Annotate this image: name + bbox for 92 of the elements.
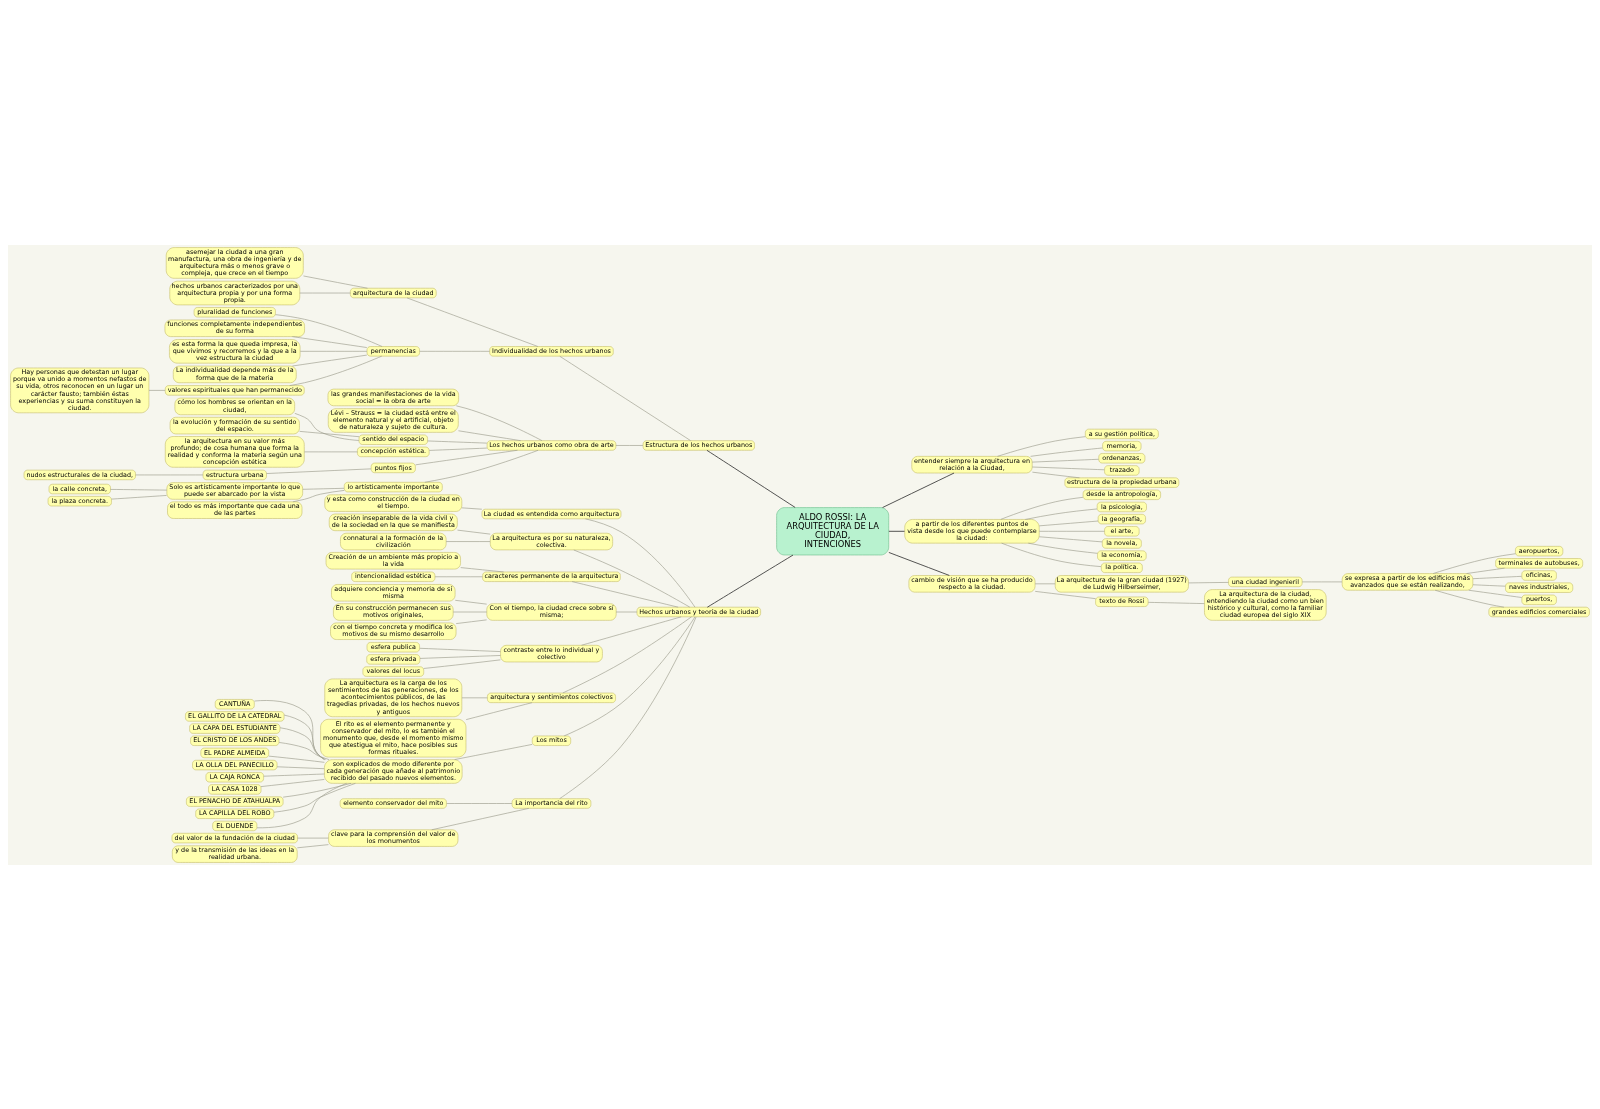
connector [260,778,325,787]
connector [276,765,325,769]
connector [279,726,326,760]
connector [423,659,501,669]
connector [303,275,368,289]
connector [1432,552,1516,574]
connector [1031,466,1105,470]
connector [304,451,358,452]
connector [297,843,329,848]
connector [465,701,533,720]
connector [454,599,487,604]
connector [406,297,539,347]
connector [888,551,950,576]
connector [1472,583,1506,587]
connector [1039,530,1105,532]
connector [571,580,679,607]
connector [1434,589,1505,607]
connector [419,350,490,352]
connector [888,530,905,532]
connector [434,575,483,577]
connector [292,354,368,366]
connector [1032,471,1080,478]
connector [299,430,360,437]
connector [419,654,501,659]
connector [457,529,491,534]
node-box: ALDO ROSSI: LA ARQUITECTURA DE LA CIUDAD, INTENCIONES [776,506,890,555]
connector [299,292,351,293]
connector [263,773,325,777]
connector [278,741,330,760]
connector [256,782,347,828]
connector [1025,508,1098,520]
connector [289,355,383,386]
connector [460,566,504,572]
connector [997,435,1086,457]
connector [111,494,167,499]
connector [1472,575,1522,579]
connector [1034,583,1056,584]
connector [1039,535,1103,542]
connector [1188,581,1229,583]
connector [1000,496,1084,520]
connector [615,611,638,612]
connector [461,697,488,698]
connector [1001,542,1102,567]
connector [1147,601,1205,604]
connector [429,447,488,451]
connector [1468,589,1522,598]
connector [461,507,483,510]
connector [292,489,345,502]
connector [1030,447,1103,457]
connector [452,611,488,612]
connector [455,619,487,624]
connector [427,440,488,443]
connector [563,616,696,736]
connector [292,335,368,348]
connector [275,313,383,347]
connector [273,782,356,813]
connector [559,616,697,799]
connector [706,449,796,508]
connector [283,714,325,760]
connector [446,802,513,804]
connector [431,807,530,830]
connector [585,518,696,607]
connector [1031,458,1100,462]
connector [458,429,521,441]
connector [282,782,352,797]
connector [415,449,518,465]
connector [1039,520,1099,526]
connector [254,699,325,760]
connector [294,412,360,441]
connector [581,616,682,646]
connector [573,549,691,607]
connector [1034,590,1096,599]
connector [110,488,168,490]
connector [562,616,692,693]
connector [1301,581,1343,582]
connector [299,350,368,352]
connector [1466,567,1505,574]
connector [419,647,501,652]
connector [268,755,325,763]
connector [302,487,345,490]
connector [1027,542,1098,554]
connector [297,837,329,838]
connector [148,389,166,391]
connector [706,554,794,608]
connector [455,405,543,441]
connector [615,444,644,446]
connector [266,468,372,474]
connector [882,472,955,508]
connector [424,449,539,483]
connector [445,540,491,542]
connector [559,355,691,441]
connector [454,743,533,760]
